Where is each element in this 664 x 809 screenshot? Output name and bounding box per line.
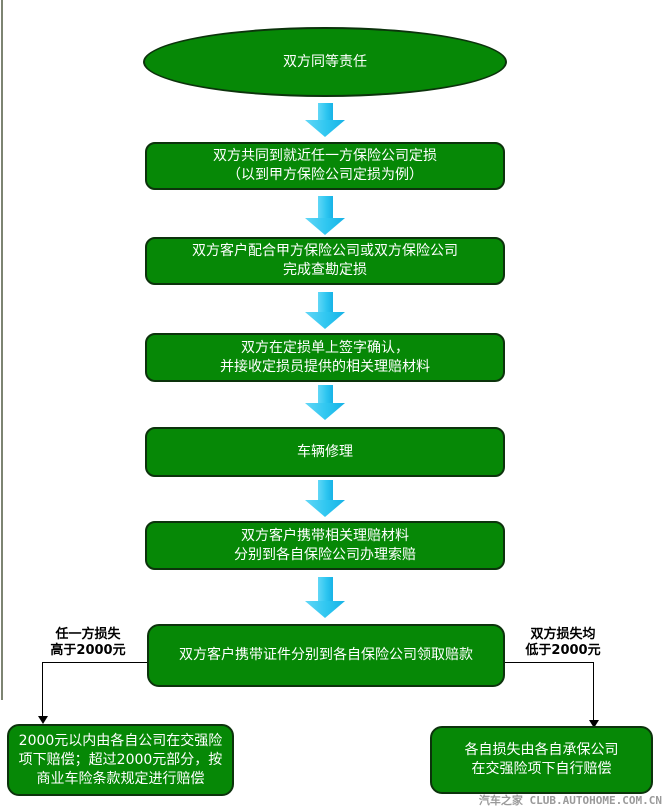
flow-node-vehicle-repair: 车辆修理 — [145, 427, 505, 477]
arrow-head — [305, 500, 345, 517]
flow-node-label: 车辆修理 — [297, 443, 353, 460]
flow-node-label: 双方客户配合甲方保险公司或双方保险公司 完成查勘定损 — [192, 243, 458, 278]
arrow-head — [305, 312, 345, 329]
arrow-shaft — [317, 577, 333, 601]
arrow-down-icon — [305, 103, 345, 137]
arrow-down-icon — [305, 196, 345, 235]
arrow-head — [305, 601, 345, 618]
branch-right-vertical-line — [593, 662, 594, 721]
arrow-head — [305, 403, 345, 420]
flow-node-survey-loss: 双方客户配合甲方保险公司或双方保险公司 完成查勘定损 — [145, 237, 505, 285]
arrow-shaft — [317, 292, 333, 312]
arrow-down-icon — [305, 385, 345, 420]
flow-node-label: 双方共同到就近任一方保险公司定损 （以到甲方保险公司定损为例） — [213, 148, 437, 183]
flow-node-joint-assessment: 双方共同到就近任一方保险公司定损 （以到甲方保险公司定损为例） — [145, 142, 505, 190]
arrow-down-icon — [305, 577, 345, 618]
branch-left-condition-label: 任一方损失 高于2000元 — [50, 627, 126, 658]
flow-node-label: 双方客户携带证件分别到各自保险公司领取赔款 — [179, 647, 473, 663]
flow-node-label: 双方客户携带相关理赔材料 分别到各自保险公司办理索赔 — [234, 527, 416, 563]
flow-node-sign-confirm: 双方在定损单上签字确认， 并接收定损员提供的相关理赔材料 — [145, 333, 505, 382]
flow-node-claim-application: 双方客户携带相关理赔材料 分别到各自保险公司办理索赔 — [145, 521, 505, 570]
arrow-shaft — [317, 103, 333, 120]
branch-right-condition-label: 双方损失均 低于2000元 — [525, 627, 601, 658]
site-watermark: 汽车之家 CLUB.AUTOHOME.COM.CN — [478, 794, 662, 807]
arrow-shaft — [317, 480, 333, 500]
flow-node-outcome-over-2000: 2000元以内由各自公司在交强险 项下赔偿；超过2000元部分，按 商业车险条款… — [7, 724, 234, 796]
arrow-down-icon — [305, 292, 345, 329]
flow-node-label: 各自损失由各自承保公司 在交强险项下自行赔偿 — [464, 742, 619, 777]
branch-right-arrowhead-icon — [589, 720, 599, 728]
flow-node-receive-payment: 双方客户携带证件分别到各自保险公司领取赔款 — [147, 624, 505, 687]
arrow-down-icon — [305, 480, 345, 517]
flow-node-label: 2000元以内由各自公司在交强险 项下赔偿；超过2000元部分，按 商业车险条款… — [18, 732, 223, 787]
flow-node-start-label: 双方同等责任 — [283, 53, 367, 70]
arrow-head — [305, 120, 345, 137]
arrow-head — [305, 218, 345, 235]
flow-node-outcome-under-2000: 各自损失由各自承保公司 在交强险项下自行赔偿 — [430, 726, 653, 794]
flow-node-start: 双方同等责任 — [143, 27, 507, 97]
branch-right-horizontal-line — [505, 662, 594, 663]
arrow-shaft — [317, 385, 333, 403]
arrow-shaft — [317, 196, 333, 218]
page-left-rule — [1, 0, 3, 700]
flow-node-label: 双方在定损单上签字确认， 并接收定损员提供的相关理赔材料 — [220, 339, 430, 375]
branch-left-arrowhead-icon — [38, 716, 48, 724]
branch-left-horizontal-line — [42, 662, 147, 663]
branch-left-vertical-line — [42, 662, 43, 717]
